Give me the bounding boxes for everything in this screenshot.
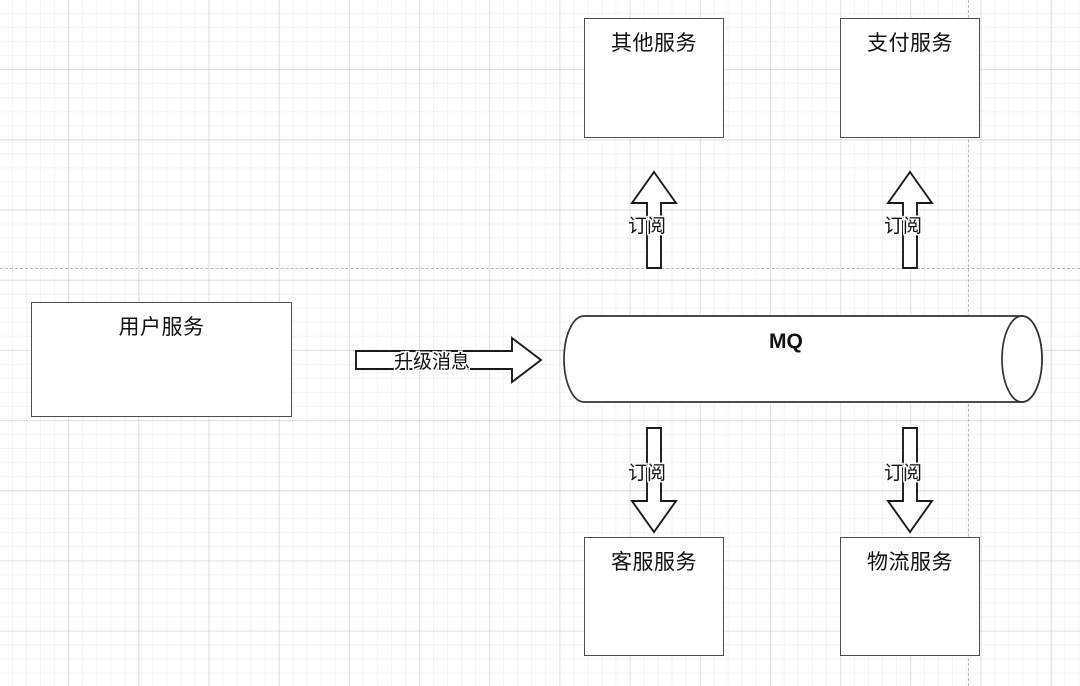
mq-cylinder-shape — [563, 315, 1043, 403]
subscribe-payment-arrow-shape — [886, 170, 934, 269]
node-payment-service-label: 支付服务 — [867, 32, 953, 55]
edge-label-upgrade-message: 升级消息 — [394, 352, 471, 373]
node-mq-label: MQ — [769, 330, 803, 353]
subscribe-other-arrow-shape — [630, 170, 678, 269]
edge-label-subscribe-support: 订阅 — [628, 463, 667, 484]
node-user-service-label: 用户服务 — [118, 316, 205, 339]
node-logistics-service-label: 物流服务 — [867, 551, 953, 574]
node-support-service[interactable]: 客服服务 — [584, 537, 724, 656]
edge-label-subscribe-logistics: 订阅 — [884, 463, 923, 484]
edge-label-subscribe-other: 订阅 — [628, 216, 667, 237]
node-payment-service[interactable]: 支付服务 — [840, 18, 980, 138]
node-other-service[interactable]: 其他服务 — [584, 18, 724, 138]
edge-label-subscribe-payment: 订阅 — [884, 216, 923, 237]
node-user-service[interactable]: 用户服务 — [31, 302, 292, 417]
subscribe-logistics-arrow-shape — [886, 427, 934, 534]
node-other-service-label: 其他服务 — [611, 32, 697, 55]
node-logistics-service[interactable]: 物流服务 — [840, 537, 980, 656]
upgrade-message-arrow-shape — [355, 336, 543, 384]
subscribe-support-arrow-shape — [630, 427, 678, 534]
node-support-service-label: 客服服务 — [611, 551, 697, 574]
